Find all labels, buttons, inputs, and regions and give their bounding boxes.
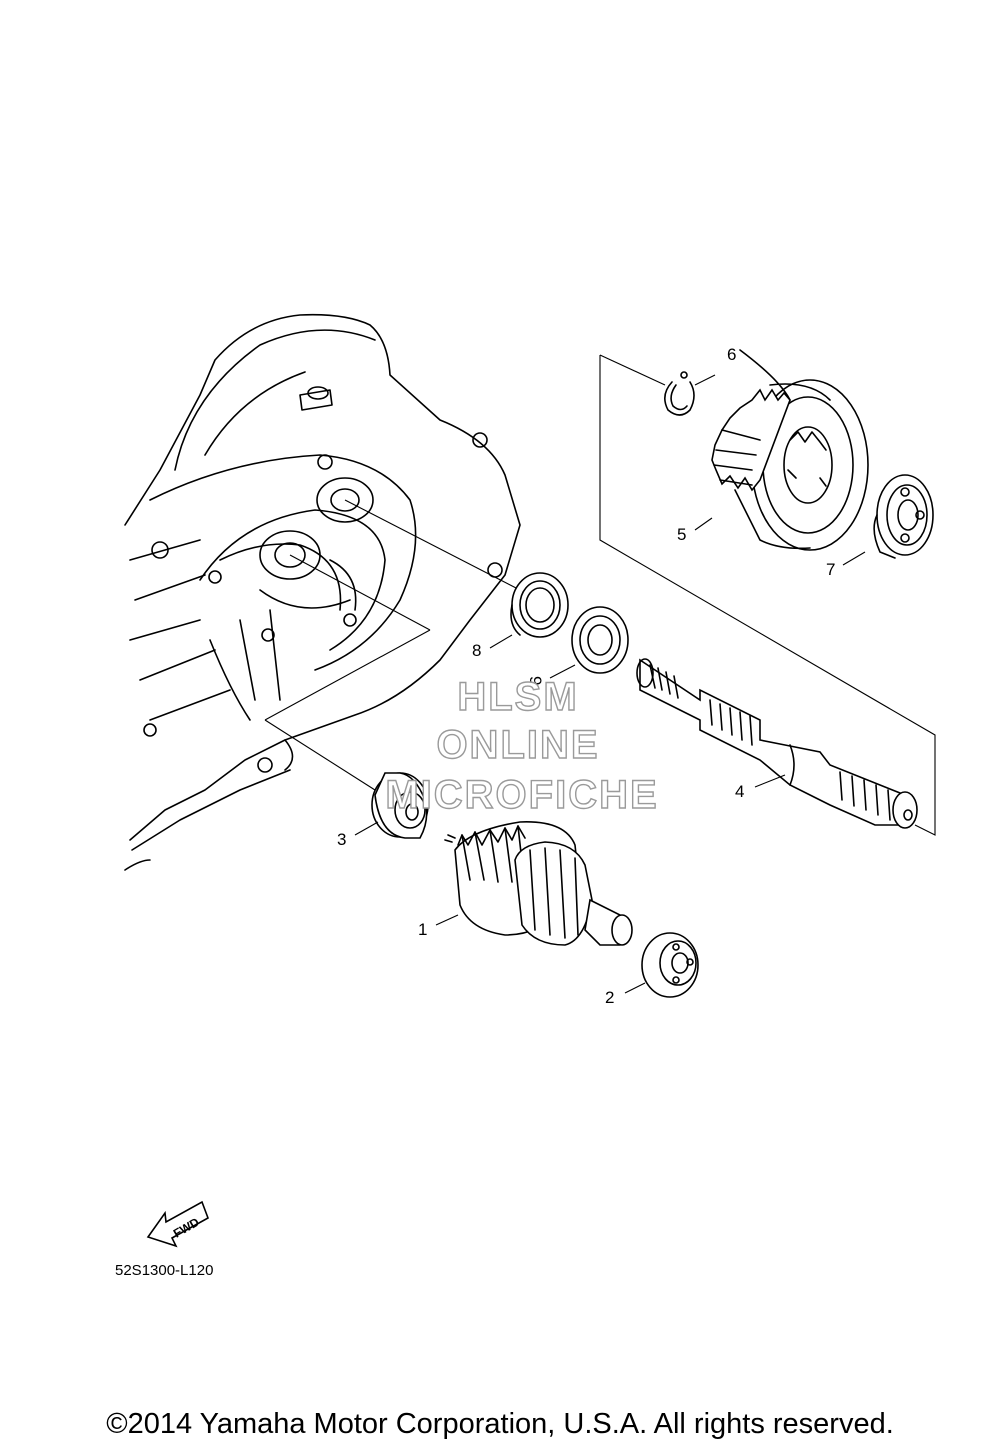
callout-9: 9 [526,676,545,685]
copyright-notice: ©2014 Yamaha Motor Corporation, U.S.A. A… [106,1408,894,1440]
watermark-line-1: HLSM [457,675,578,719]
callout-labels: 1 2 3 4 5 6 7 8 9 [337,345,835,1007]
part-3-bearing [371,772,429,839]
part-8-oil-seal [510,572,569,638]
fwd-arrow-icon: FWD [146,1200,209,1248]
watermark-line-3: MICROFICHE [385,773,658,817]
part-9-oil-seal [571,606,629,674]
callout-8: 8 [472,641,481,660]
part-5-gear [711,349,869,551]
callout-7: 7 [826,560,835,579]
callout-1: 1 [418,920,427,939]
part-1-drive-gear [444,821,633,946]
alignment-lines [264,354,936,836]
callout-4: 4 [735,782,744,801]
crankcase [124,313,521,871]
watermark: HLSM ONLINE MICROFICHE [385,674,658,817]
part-2-bearing [641,932,699,998]
leader-lines [354,374,866,994]
callout-2: 2 [605,988,614,1007]
part-4-drive-axle [636,658,918,829]
part-7-bearing [873,474,934,559]
part-6-circlip [664,371,695,416]
callout-3: 3 [337,830,346,849]
drawing-code: 52S1300-L120 [115,1262,214,1279]
callout-6: 6 [727,345,736,364]
callout-5: 5 [677,525,686,544]
watermark-line-2: ONLINE [436,723,599,767]
